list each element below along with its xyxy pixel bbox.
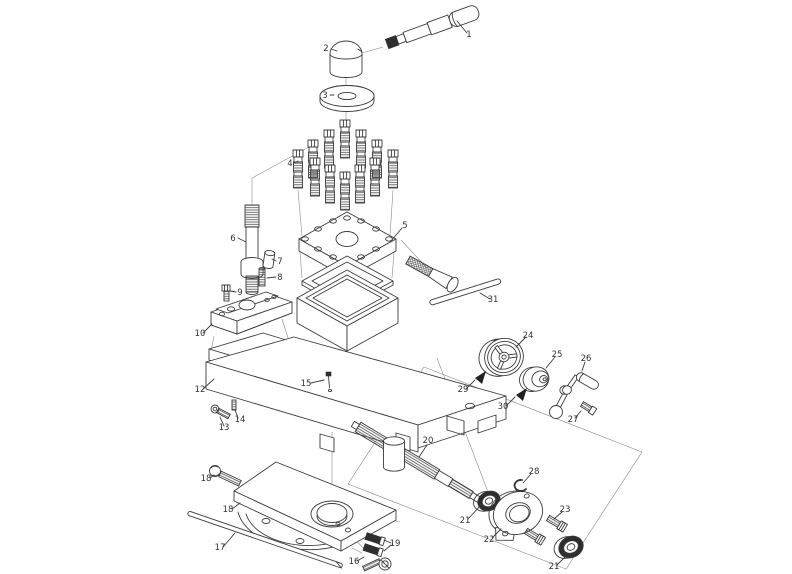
part-label-5: 5 bbox=[402, 221, 407, 231]
bearing-rear bbox=[553, 535, 584, 559]
part-label-18a: 18 bbox=[201, 474, 212, 484]
dome-cap bbox=[329, 40, 363, 78]
tool-post-base bbox=[296, 269, 399, 352]
compound-slide bbox=[205, 332, 507, 453]
part-label-12: 12 bbox=[195, 385, 206, 395]
pin-14 bbox=[231, 399, 237, 411]
gib-screw-top bbox=[325, 371, 333, 393]
wedge-block bbox=[210, 291, 293, 335]
set-screw-small bbox=[258, 267, 266, 287]
key-arrow-30 bbox=[516, 388, 527, 401]
swivel-base bbox=[233, 461, 397, 552]
bracket-screws bbox=[523, 514, 568, 546]
tool-post-stud bbox=[240, 204, 264, 295]
part-labels: 1 2 3 4 5 6 7 8 9 10 12 13 14 15 16 17 1… bbox=[195, 30, 592, 572]
part-label-17: 17 bbox=[215, 543, 226, 553]
part-label-14: 14 bbox=[235, 415, 246, 425]
lead-screw-nut bbox=[383, 436, 405, 472]
clamp-screw bbox=[209, 465, 242, 487]
key-arrow-29 bbox=[475, 371, 486, 384]
end-bracket bbox=[488, 490, 544, 541]
tool-post-body bbox=[296, 211, 399, 352]
tool-post-wrench bbox=[405, 255, 502, 306]
part-label-6: 6 bbox=[230, 234, 235, 244]
cap-screw-small bbox=[221, 284, 231, 302]
part-label-2: 2 bbox=[323, 44, 328, 54]
crank-handle bbox=[549, 372, 599, 419]
part-label-20: 20 bbox=[423, 436, 434, 446]
gib-set-screws bbox=[362, 532, 386, 558]
part-label-27: 27 bbox=[568, 415, 579, 425]
crank-screw bbox=[579, 401, 598, 416]
part-label-19: 19 bbox=[390, 539, 401, 549]
center-hole bbox=[335, 231, 359, 247]
part-label-3: 3 bbox=[322, 91, 327, 101]
gib-rod bbox=[187, 511, 343, 569]
pin bbox=[262, 250, 276, 269]
part-label-23: 23 bbox=[560, 505, 571, 515]
washer bbox=[319, 85, 375, 112]
part-label-31: 31 bbox=[488, 295, 499, 305]
handwheel bbox=[478, 337, 524, 377]
graduated-dial bbox=[519, 366, 550, 392]
stud-set bbox=[292, 119, 399, 211]
part-label-15: 15 bbox=[301, 379, 312, 389]
part-label-28: 28 bbox=[529, 467, 540, 477]
screw-13 bbox=[210, 404, 231, 420]
part-label-18b: 18 bbox=[223, 505, 234, 515]
center-bore bbox=[316, 503, 348, 523]
part-label-29: 29 bbox=[458, 385, 469, 395]
part-label-4: 4 bbox=[287, 159, 292, 169]
retaining-clip bbox=[513, 479, 527, 492]
part-label-16: 16 bbox=[349, 557, 360, 567]
part-label-24: 24 bbox=[523, 331, 534, 341]
part-label-30: 30 bbox=[498, 402, 509, 412]
handle-lever bbox=[384, 5, 480, 50]
leader-lines bbox=[202, 20, 586, 566]
part-label-10: 10 bbox=[195, 329, 206, 339]
base-screw bbox=[362, 557, 392, 572]
part-label-8: 8 bbox=[277, 273, 282, 283]
part-label-13: 13 bbox=[219, 423, 230, 433]
part-label-21a: 21 bbox=[460, 516, 471, 526]
part-label-26: 26 bbox=[581, 354, 592, 364]
part-label-9: 9 bbox=[237, 288, 242, 298]
part-label-22: 22 bbox=[484, 535, 495, 545]
part-label-1: 1 bbox=[466, 30, 471, 40]
part-label-25: 25 bbox=[552, 350, 563, 360]
part-label-7: 7 bbox=[277, 257, 282, 267]
part-label-21b: 21 bbox=[549, 562, 560, 572]
lead-screw bbox=[350, 420, 482, 504]
